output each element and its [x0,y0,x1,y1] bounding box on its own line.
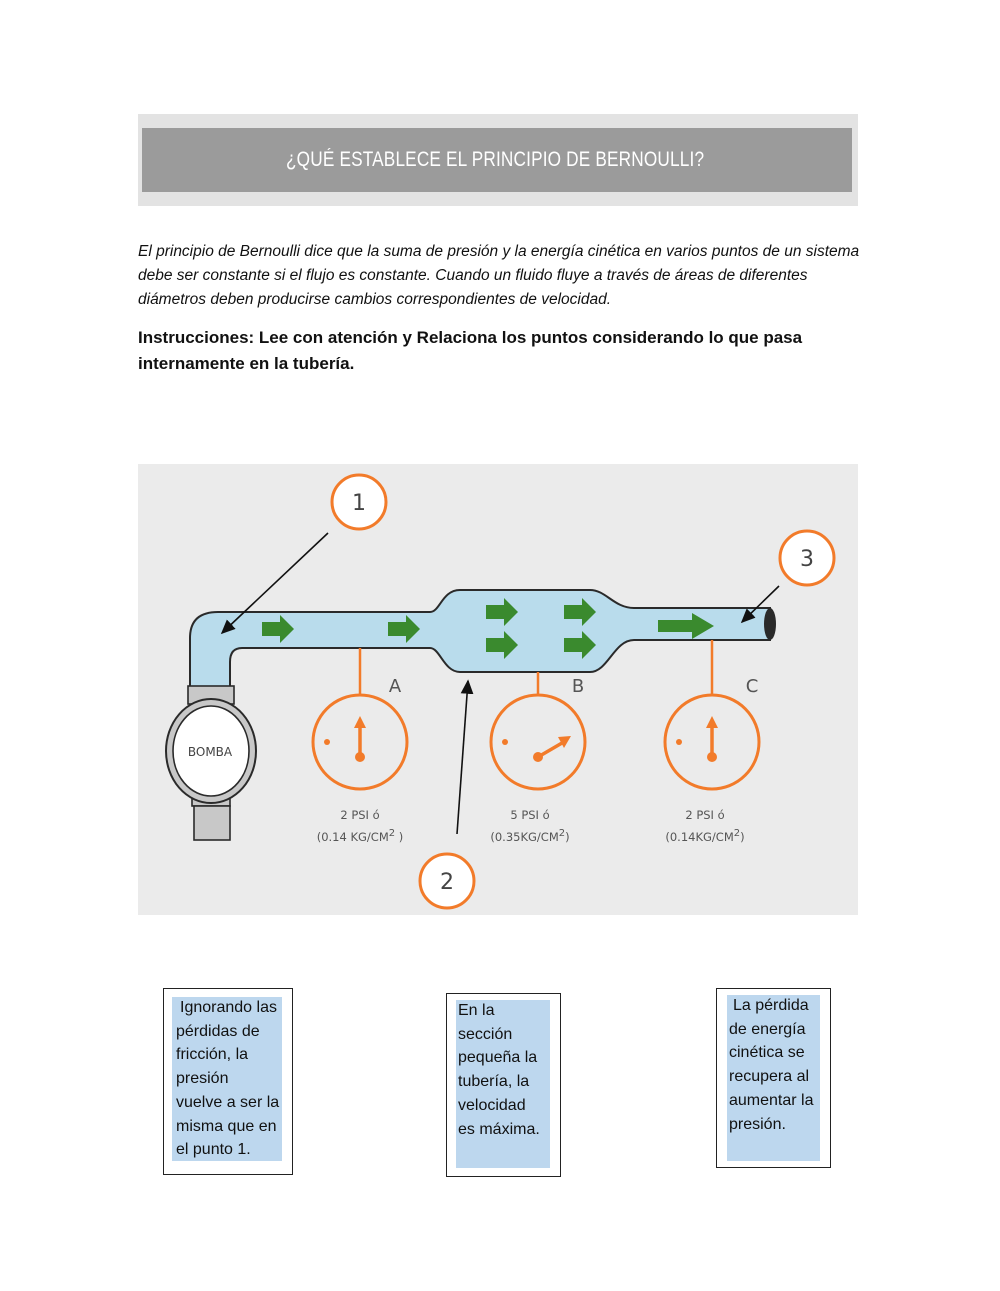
card-line: presión. [729,1115,786,1133]
pump-label: BOMBA [188,745,233,759]
flow-arrow [564,631,596,659]
point-3-label: 3 [800,547,814,572]
point-3-marker: 3 [740,529,836,624]
card-line: cinética se [729,1044,805,1062]
answer-card-2[interactable]: En la sección pequeña la tubería, la vel… [446,993,561,1177]
answer-card-3-text: La pérdida de energía cinética se recupe… [729,994,814,1136]
gauge-b-reading: 5 PSI ó [510,808,549,822]
answer-card-1[interactable]: Ignorando las pérdidas de fricción, la p… [163,988,293,1175]
card-line: pequeña la [458,1049,538,1067]
gauge-c-letter: C [746,676,759,697]
title-banner-bar: ¿QUÉ ESTABLECE EL PRINCIPIO DE BERNOULLI… [142,128,852,192]
gauge-c-reading: 2 PSI ó [685,808,724,822]
card-line: La pérdida [733,997,809,1014]
flow-arrows [262,598,714,659]
flow-arrow [486,598,518,626]
answer-card-2-fill [456,1000,550,1168]
instructions-text: Instrucciones: Lee con atención y Relaci… [138,328,803,373]
point-2-marker: 2 [418,679,476,910]
flow-arrow [658,613,714,639]
point-1-marker: 1 [220,473,388,635]
gauge-b: B 5 PSI ó (0.35KG/CM2) [489,676,587,844]
point-2-label: 2 [440,870,454,895]
gauge-b-metric: (0.35KG/CM2) [490,828,569,844]
gauge-c: C 2 PSI ó (0.14KG/CM2) [663,676,761,844]
gauge-a-metric: (0.14 KG/CM2 ) [317,828,404,844]
page-title: ¿QUÉ ESTABLECE EL PRINCIPIO DE BERNOULLI… [286,148,705,171]
gauge-a-reading: 2 PSI ó [340,808,379,822]
intro-paragraph: El principio de Bernoulli dice que la su… [138,243,860,308]
card-line: de energía [729,1020,806,1038]
point-1-label: 1 [352,491,366,516]
answer-card-1-fill [172,997,282,1161]
card-line: sección [458,1025,513,1043]
card-line: misma que en [176,1117,277,1135]
gauge-b-letter: B [572,676,584,697]
pump: BOMBA [165,685,257,841]
gauge-c-metric: (0.14KG/CM2) [665,828,744,844]
flow-arrow [388,615,420,643]
card-line: pérdidas de [176,1022,260,1040]
pipe-shape [189,589,771,695]
pipe-outlet [764,608,776,640]
answer-card-3-fill [727,995,820,1161]
answer-card-2-text: En la sección pequeña la tubería, la vel… [458,999,540,1141]
card-line: Ignorando las [180,999,277,1016]
card-line: fricción, la [176,1046,249,1064]
diagram-svg: BOMBA A 2 PSI ó (0.14 KG/CM2 ) B [165,473,836,910]
card-line: velocidad [458,1096,526,1114]
bernoulli-diagram: BOMBA A 2 PSI ó (0.14 KG/CM2 ) B [138,464,858,915]
answer-card-3[interactable]: La pérdida de energía cinética se recupe… [716,988,831,1168]
card-line: aumentar la [729,1091,814,1109]
answer-card-1-text: Ignorando las pérdidas de fricción, la p… [176,996,279,1162]
flow-arrow [564,598,596,626]
card-line: el punto 1. [176,1141,251,1159]
flow-arrow [486,631,518,659]
card-line: En la [458,1002,495,1019]
card-line: es máxima. [458,1120,540,1138]
card-line: vuelve a ser la [176,1093,280,1111]
card-line: tubería, la [458,1073,530,1091]
gauge-a: A 2 PSI ó (0.14 KG/CM2 ) [311,676,409,844]
gauge-stems [358,640,714,696]
gauge-a-letter: A [389,676,402,697]
flow-arrow [262,615,294,643]
card-line: recupera al [729,1068,810,1086]
title-banner: ¿QUÉ ESTABLECE EL PRINCIPIO DE BERNOULLI… [138,114,858,206]
card-line: presión [176,1070,229,1088]
